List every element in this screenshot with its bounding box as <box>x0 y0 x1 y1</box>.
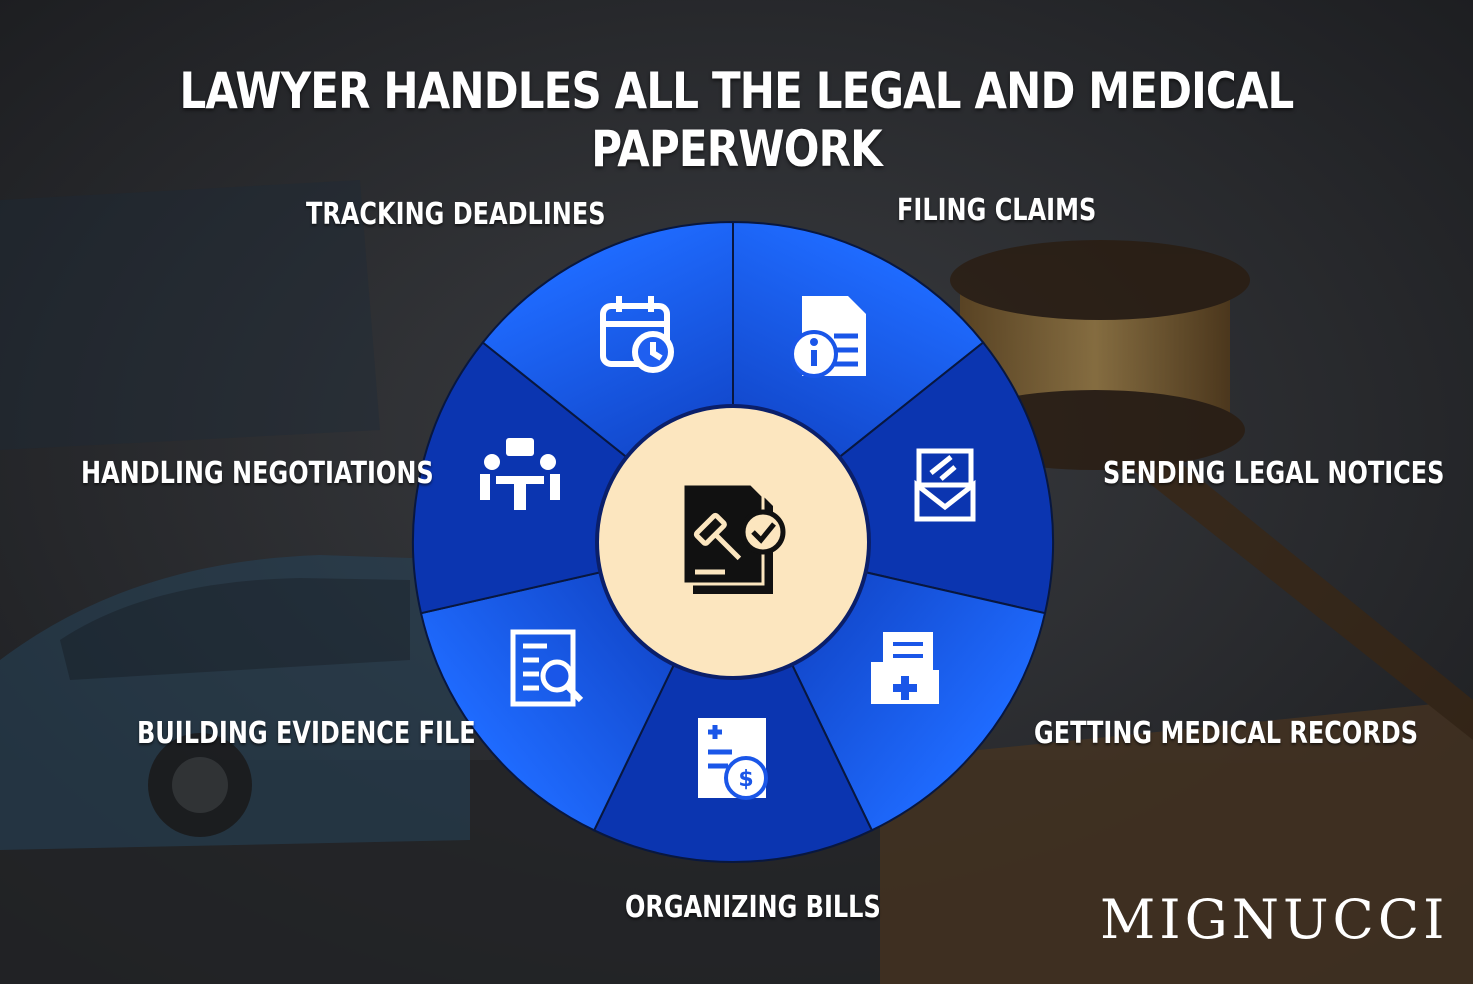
svg-text:$: $ <box>738 767 753 792</box>
segment-label-sending-legal-notices: SENDING LEGAL NOTICES <box>1103 456 1445 491</box>
gavel-shape <box>880 240 1473 984</box>
segment-label-filing-claims: FILING CLAIMS <box>897 193 1097 228</box>
segment-label-organizing-bills: ORGANIZING BILLS <box>625 890 881 925</box>
car-shape <box>0 180 470 850</box>
calendar-clock-icon <box>600 296 674 373</box>
meeting-table-icon <box>480 438 560 510</box>
brand-logo: MIGNUCCI <box>1100 888 1449 951</box>
bill-dollar-icon: $ <box>698 718 768 800</box>
page-title: LAWYER HANDLES ALL THE LEGAL AND MEDICAL… <box>179 62 1295 178</box>
medical-folder-icon <box>871 632 939 704</box>
wheel-segment-organizing-bills <box>592 539 874 863</box>
document-info-icon <box>790 296 866 378</box>
segment-label-getting-medical-records: GETTING MEDICAL RECORDS <box>1034 716 1418 751</box>
legal-document-gavel-check-icon <box>681 482 786 594</box>
document-search-icon <box>510 629 584 707</box>
segment-label-building-evidence-file: BUILDING EVIDENCE FILE <box>137 716 476 751</box>
envelope-gavel-icon <box>914 448 976 522</box>
segment-label-tracking-deadlines: TRACKING DEADLINES <box>306 197 606 232</box>
segment-label-handling-negotiations: HANDLING NEGOTIATIONS <box>81 456 434 491</box>
